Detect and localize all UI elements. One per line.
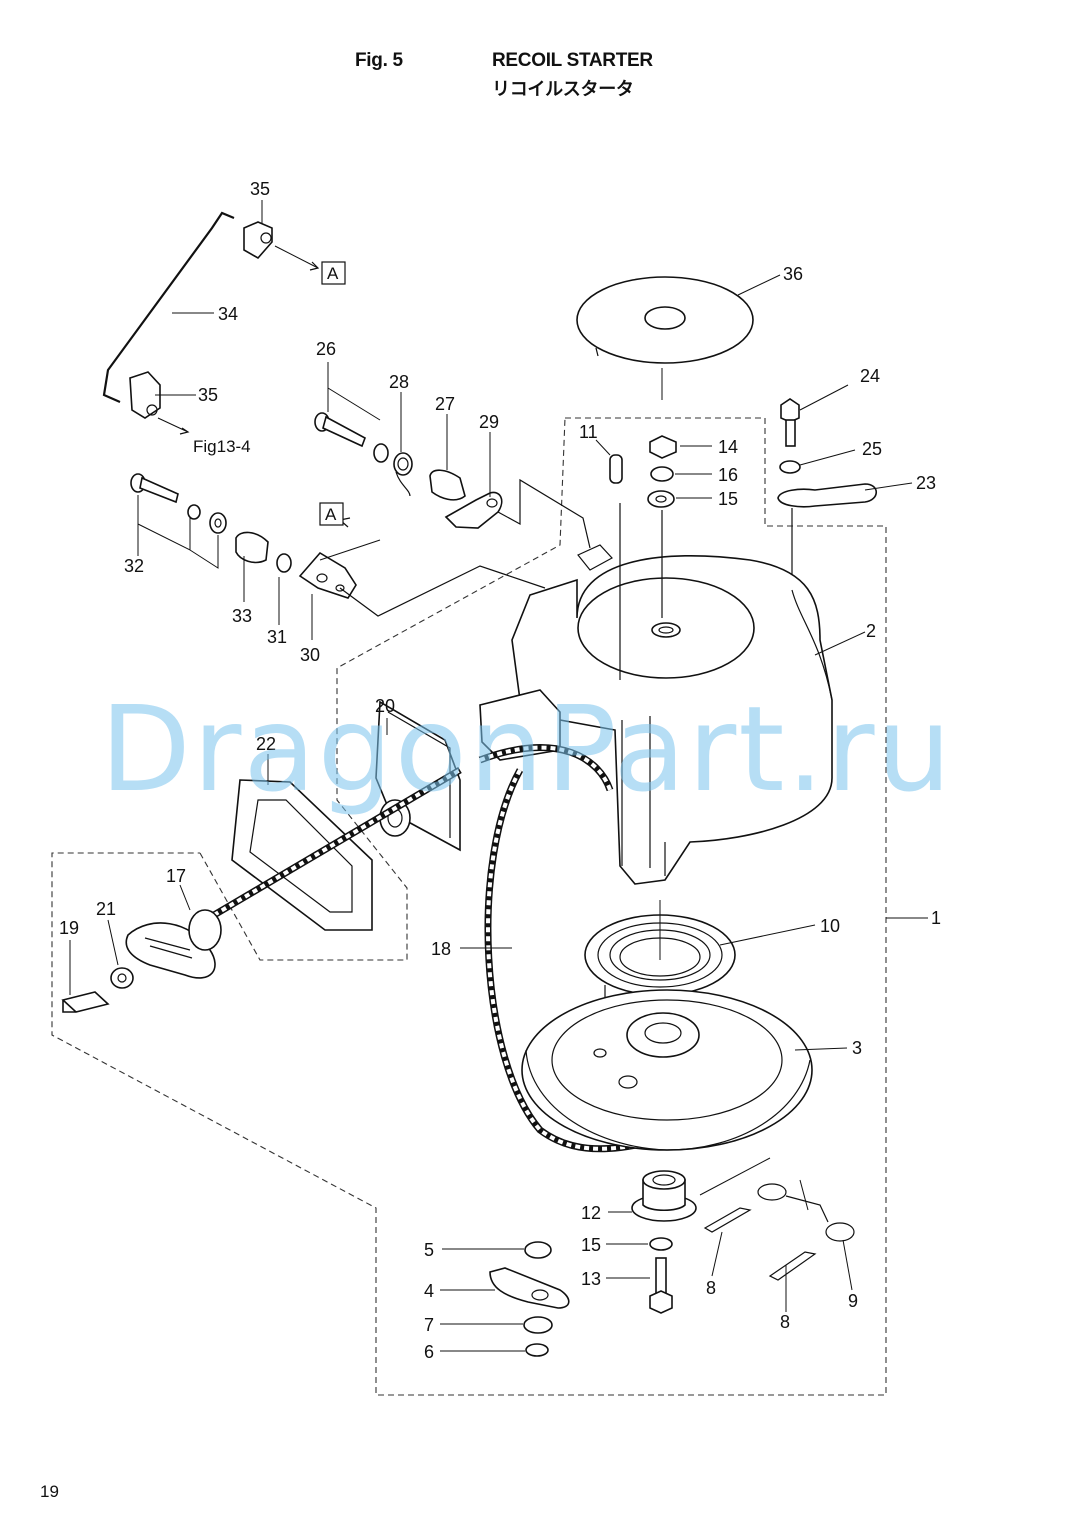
part-6-e-ring [525,1343,549,1357]
callout-18: 18 [431,939,451,959]
callout-29: 29 [479,412,499,432]
diagram-title-japanese: リコイルスタータ [492,79,634,100]
reference-box-a-lower: A [319,502,344,526]
diagram-title: RECOIL STARTER [492,50,653,71]
part-24-bolt [780,398,800,447]
callout-4: 4 [424,1281,434,1301]
part-30-lever [298,551,357,599]
part-15-washer-lower [649,1237,673,1251]
part-7-washer [523,1316,553,1334]
callout-36: 36 [783,264,803,284]
callout-35-lower: 35 [198,385,218,405]
part-17-starter-handle [125,909,222,979]
callout-15-lower: 15 [581,1235,601,1255]
part-33-collar [235,531,269,564]
part-4-ratchet [489,1267,570,1309]
part-8-spring-lower [768,1251,817,1281]
part-12-bushing [631,1170,697,1222]
callout-16: 16 [718,465,738,485]
callout-35-upper: 35 [250,179,270,199]
callout-10: 10 [820,916,840,936]
callout-2: 2 [866,621,876,641]
callout-17: 17 [166,866,186,886]
callout-3: 3 [852,1038,862,1058]
part-32-screw [130,473,179,504]
callout-9: 9 [848,1291,858,1311]
part-5-collar [524,1241,552,1259]
part-3-rope-reel [521,989,813,1151]
part-23-stopper-lever [777,483,878,508]
callout-14: 14 [718,437,738,457]
part-15-washer-upper [647,490,675,508]
page-number: 19 [40,1482,59,1501]
part-11-pin [609,454,623,484]
part-25-washer [779,460,801,474]
callout-31: 31 [267,627,287,647]
callout-25: 25 [862,439,882,459]
callout-15-upper: 15 [718,489,738,509]
part-31-washer [276,553,292,573]
watermark-text: DragonPart.ru [100,680,953,818]
part-26-washer [373,443,389,463]
part-27-collar [429,469,466,501]
callout-30: 30 [300,645,320,665]
callout-22: 22 [256,734,276,754]
callout-24: 24 [860,366,880,386]
part-32-washer-a [187,504,201,520]
callout-11: 11 [579,422,598,442]
callout-19: 19 [59,918,79,938]
callout-5: 5 [424,1240,434,1260]
part-2-starter-housing [479,544,833,885]
reference-label-a-upper: A [327,264,339,283]
part-20-rope-guide [375,700,461,852]
callout-27: 27 [435,394,455,414]
part-9-spring [757,1183,855,1242]
part-26-bolt [314,412,366,448]
callout-21: 21 [96,899,116,919]
assembly-boundary-1 [51,417,887,1396]
callout-26: 26 [316,339,336,359]
callout-6: 6 [424,1342,434,1362]
callout-1: 1 [931,908,941,928]
part-22-grommet-frame [231,779,373,931]
callout-20: 20 [375,696,395,716]
callout-7: 7 [424,1315,434,1335]
part-8-spring-upper [703,1207,752,1233]
part-13-bolt [649,1257,673,1314]
reference-box-a-upper: A [321,261,346,285]
figure-number: Fig. 5 [355,50,403,71]
callout-8-upper: 8 [706,1278,716,1298]
reference-label-a-lower: A [325,505,337,524]
part-21-washer [110,967,134,989]
callout-32: 32 [124,556,144,576]
part-14-nut [649,435,677,459]
part-28-spring [393,452,413,497]
part-32-washer-b [209,512,227,534]
callout-23: 23 [916,473,936,493]
callout-28: 28 [389,372,409,392]
callout-12: 12 [581,1203,601,1223]
figure-reference-13-4: Fig13-4 [193,437,251,456]
part-35-linkage-upper [243,221,273,260]
part-36-decal [576,276,754,364]
callout-8-lower: 8 [780,1312,790,1332]
callout-13: 13 [581,1269,601,1289]
callout-34: 34 [218,304,238,324]
part-34-link-rod [102,211,235,404]
callout-33: 33 [232,606,252,626]
part-16-washer [650,466,674,482]
part-35-linkage-lower [129,371,161,419]
part-19-clip [61,991,110,1013]
